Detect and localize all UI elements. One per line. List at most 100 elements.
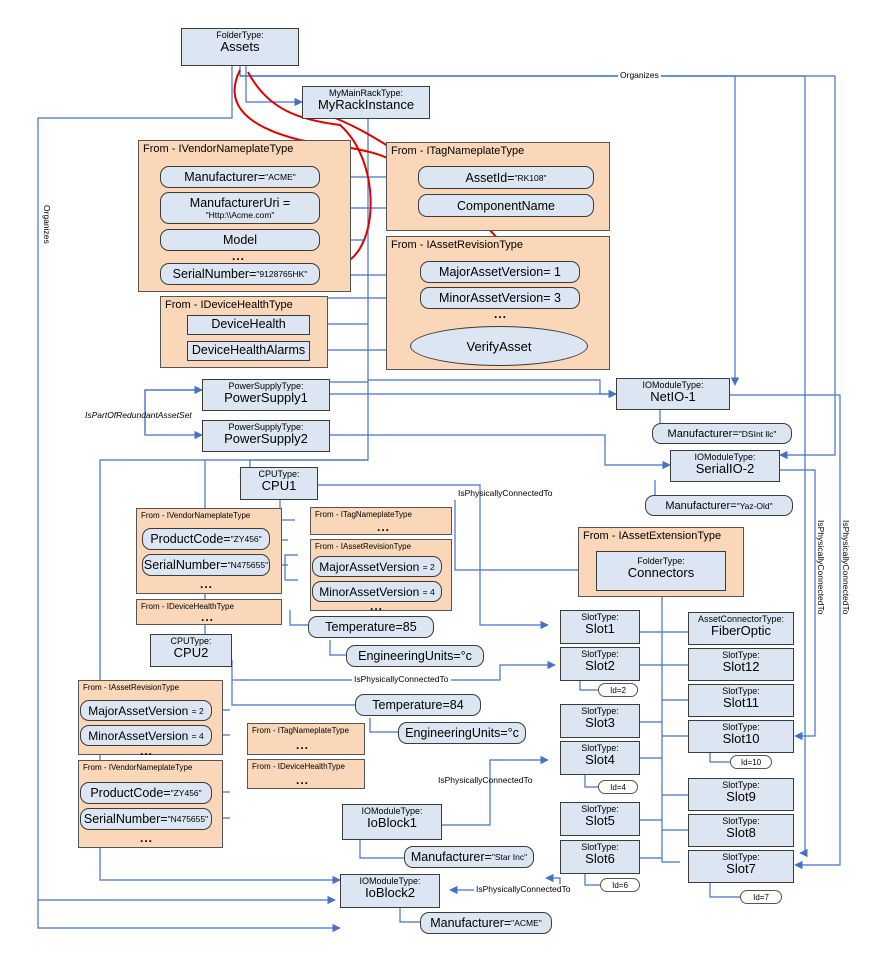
physically-connected-label-slot6: IsPhysicallyConnectedTo (474, 884, 573, 894)
node-name: Slot4 (585, 752, 615, 768)
property-value: "Star Inc" (491, 852, 528, 862)
slot12[interactable]: SlotType: Slot12 (688, 648, 794, 681)
net-io-module[interactable]: IOModuleType: NetIO-1 (616, 378, 730, 410)
property-value: "RK108" (514, 172, 547, 183)
cpu2-engineering-units-property[interactable]: EngineeringUnits=°c (398, 722, 526, 744)
property-label: ProductCode= (90, 786, 171, 800)
ioblock1-manufacturer-property[interactable]: Manufacturer="Star Inc" (404, 846, 534, 868)
assets-folder[interactable]: FolderType: Assets (181, 28, 299, 66)
slot5[interactable]: SlotType: Slot5 (560, 802, 640, 836)
cpu2-product-code-property[interactable]: ProductCode="ZY456" (80, 782, 212, 804)
netio-manufacturer-property[interactable]: Manufacturer="DSInt llc" (652, 423, 792, 444)
slot6-id[interactable]: Id=6 (600, 878, 640, 892)
slot3[interactable]: SlotType: Slot3 (560, 704, 640, 738)
property-label: EngineeringUnits=°c (405, 726, 519, 740)
major-asset-version-property[interactable]: MajorAssetVersion= 1 (420, 261, 580, 283)
property-label: Temperature=84 (372, 698, 464, 712)
device-health-property[interactable]: DeviceHealth (187, 315, 310, 335)
property-value: "N475655" (167, 814, 209, 824)
cpu1-minor-asset-version-property[interactable]: MinorAssetVersion = 4 (312, 581, 442, 602)
property-label: DeviceHealth (211, 317, 286, 332)
slot4[interactable]: SlotType: Slot4 (560, 741, 640, 775)
verify-asset-method[interactable]: VerifyAsset (410, 326, 588, 366)
cpu1-temperature-property[interactable]: Temperature=85 (308, 616, 434, 638)
cpu1-major-asset-version-property[interactable]: MajorAssetVersion = 2 (312, 556, 442, 577)
ioblock2-manufacturer-property[interactable]: Manufacturer="ACME" (420, 912, 552, 934)
node-type: SlotType: (581, 612, 619, 622)
ellipsis: ... (296, 773, 310, 787)
slot10-id[interactable]: Id=10 (730, 755, 772, 769)
node-name: Slot11 (723, 695, 759, 711)
node-type: SlotType: (722, 686, 760, 696)
group-title: From - IVendorNameplateType (143, 143, 294, 155)
io-block-2[interactable]: IOModuleType: IoBlock2 (340, 874, 440, 908)
cpu2-serial-number-property[interactable]: SerialNumber="N475655" (80, 808, 212, 830)
node-type: IOModuleType: (694, 452, 756, 462)
node-type: SlotType: (581, 743, 619, 753)
property-value: "Http:\\Acme.com" (205, 210, 275, 220)
slot9[interactable]: SlotType: Slot9 (688, 778, 794, 811)
io-block-1[interactable]: IOModuleType: IoBlock1 (342, 804, 442, 840)
connectors-folder[interactable]: FolderType: Connectors (596, 551, 726, 591)
property-label: Model (222, 233, 258, 247)
slot7-id[interactable]: Id=7 (740, 890, 782, 904)
node-name: Slot9 (726, 789, 756, 805)
slot11[interactable]: SlotType: Slot11 (688, 684, 794, 717)
property-value: "Yaz-Old" (736, 500, 773, 511)
group-title: From - ITagNameplateType (315, 510, 412, 519)
node-name: Slot12 (722, 659, 760, 675)
cpu2-major-asset-version-property[interactable]: MajorAssetVersion = 2 (80, 700, 212, 721)
manufacturer-uri-property[interactable]: ManufacturerUri ="Http:\\Acme.com" (160, 192, 320, 224)
redundant-asset-set-label: IsPartOfRedundantAssetSet (85, 410, 192, 420)
group-title: From - IAssetRevisionType (391, 239, 524, 251)
group-title: From - ITagNameplateType (252, 726, 349, 735)
component-name-property[interactable]: ComponentName (418, 194, 594, 217)
manufacturer-property[interactable]: Manufacturer="ACME" (160, 166, 320, 188)
model-property[interactable]: Model (160, 229, 320, 251)
ellipsis: ... (370, 599, 384, 613)
serialio-manufacturer-property[interactable]: Manufacturer="Yaz-Old" (645, 495, 793, 516)
property-label: SerialNumber= (143, 558, 228, 572)
cpu2-minor-asset-version-property[interactable]: MinorAssetVersion = 4 (80, 725, 212, 746)
cpu1-product-code-property[interactable]: ProductCode="ZY456" (142, 528, 270, 550)
node-name: MyRackInstance (317, 97, 415, 113)
group-title: From - IDeviceHealthType (252, 762, 345, 771)
node-name: IoBlock2 (365, 885, 415, 901)
property-label: Manufacturer= (665, 499, 737, 512)
group-cpu2-tag-nameplate: From - ITagNameplateType ... (247, 723, 365, 755)
slot4-id[interactable]: Id=4 (598, 780, 638, 794)
cpu1-serial-number-property[interactable]: SerialNumber="N475655" (142, 554, 270, 576)
asset-id-property[interactable]: AssetId="RK108" (418, 166, 594, 189)
group-title: From - IAssetExtensionType (583, 530, 722, 542)
slot2-id[interactable]: Id=2 (598, 683, 638, 697)
ellipsis: ... (140, 831, 154, 845)
node-type: SlotType: (722, 852, 760, 862)
property-label: ManufacturerUri = (189, 196, 291, 210)
node-name: NetIO-1 (650, 389, 696, 405)
property-label: MinorAssetVersion= 3 (439, 291, 561, 305)
node-name: Slot1 (585, 621, 615, 637)
property-value: "9128765HK" (256, 269, 308, 279)
cpu2-temperature-property[interactable]: Temperature=84 (355, 694, 481, 716)
power-supply-1[interactable]: PowerSupplyType: PowerSupply1 (202, 379, 330, 411)
rack-instance[interactable]: MyMainRackType: MyRackInstance (302, 86, 430, 119)
slot2[interactable]: SlotType: Slot2 (560, 647, 640, 681)
cpu1-engineering-units-property[interactable]: EngineeringUnits=°c (346, 645, 484, 667)
ellipsis: ... (232, 249, 246, 263)
device-health-alarms-property[interactable]: DeviceHealthAlarms (187, 341, 310, 361)
serial-number-property[interactable]: SerialNumber="9128765HK" (160, 263, 320, 285)
serial-io-module[interactable]: IOModuleType: SerialIO-2 (670, 450, 780, 482)
minor-asset-version-property[interactable]: MinorAssetVersion= 3 (420, 287, 580, 309)
node-type: IOModuleType: (361, 806, 423, 816)
slot8[interactable]: SlotType: Slot8 (688, 814, 794, 847)
cpu2[interactable]: CPUType: CPU2 (150, 634, 232, 667)
property-label: SerialNumber= (83, 812, 168, 826)
fiber-optic-connector[interactable]: AssetConnectorType: FiberOptic (688, 612, 794, 645)
cpu1[interactable]: CPUType: CPU1 (240, 467, 318, 500)
power-supply-2[interactable]: PowerSupplyType: PowerSupply2 (202, 420, 330, 452)
slot10[interactable]: SlotType: Slot10 (688, 720, 794, 753)
slot6[interactable]: SlotType: Slot6 (560, 840, 640, 874)
node-type: IOModuleType: (359, 876, 421, 886)
slot7[interactable]: SlotType: Slot7 (688, 850, 794, 883)
slot1[interactable]: SlotType: Slot1 (560, 610, 640, 644)
